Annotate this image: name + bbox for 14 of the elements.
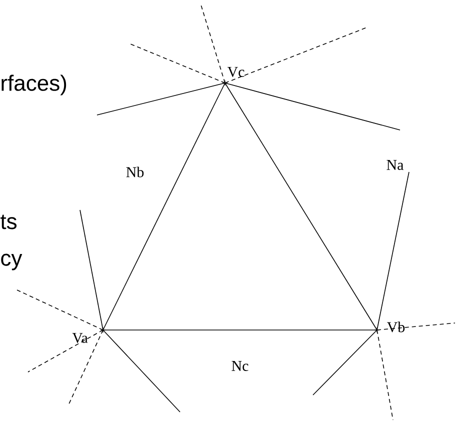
vertex-label: Vc <box>227 66 244 77</box>
text-fragment: ts <box>0 214 17 230</box>
triangle-side <box>102 82 226 330</box>
vertex-mark <box>100 327 106 333</box>
face-label: Na <box>386 160 404 170</box>
face-label: Nb <box>126 166 144 178</box>
text-fragment: rfaces) <box>2 74 66 96</box>
vertex-label: Vb <box>387 322 405 332</box>
vertex-label: Va <box>72 332 88 343</box>
vertex-mark <box>222 80 228 86</box>
text-fragment: cy <box>1 254 22 270</box>
vertex-mark <box>374 327 380 333</box>
face-label: Nc <box>232 361 248 371</box>
triangle-side <box>224 82 378 330</box>
